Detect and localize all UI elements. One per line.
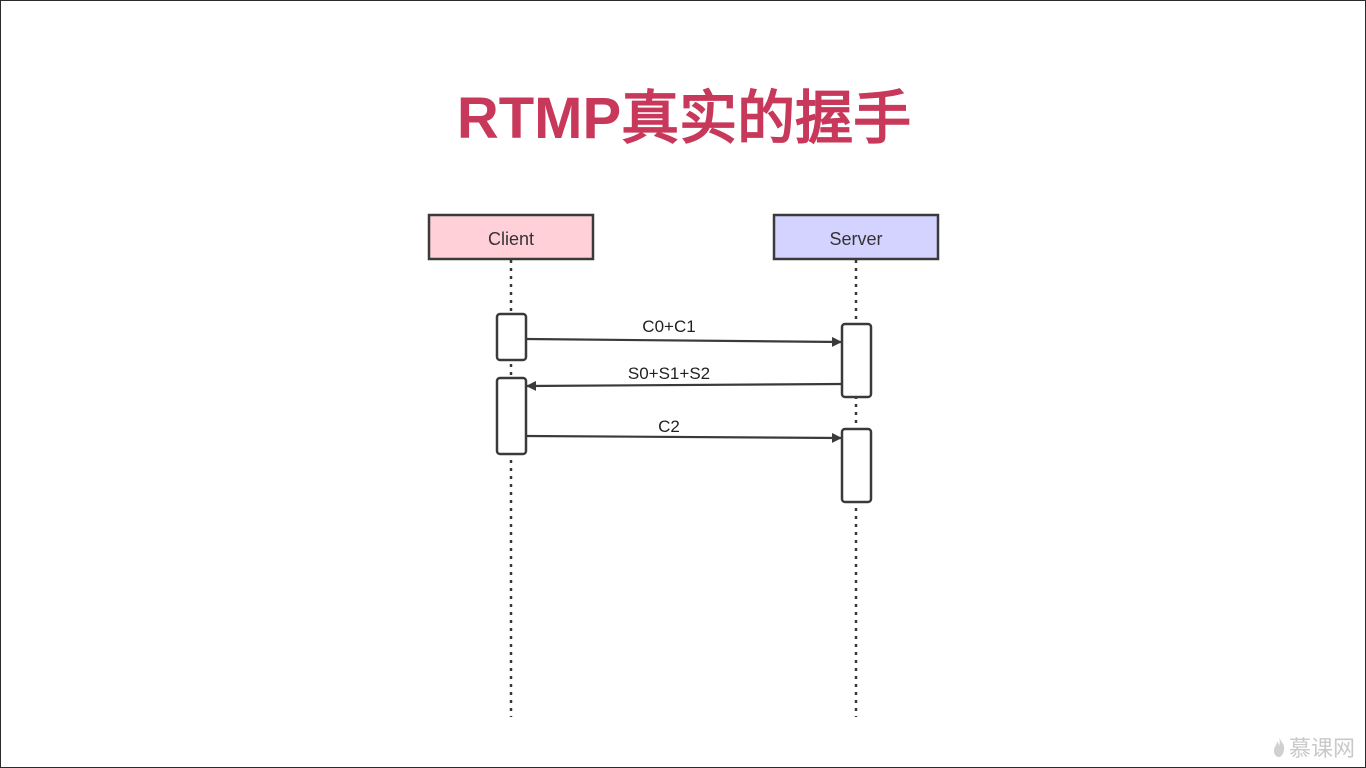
message-c0-c1: C0+C1 bbox=[525, 317, 842, 347]
server-box bbox=[772, 213, 940, 261]
client-box bbox=[427, 213, 595, 261]
message-label: C0+C1 bbox=[642, 317, 695, 336]
message-arrow bbox=[526, 380, 843, 391]
message-c2: C2 bbox=[525, 417, 842, 443]
message-arrow bbox=[525, 336, 842, 347]
message-label: S0+S1+S2 bbox=[628, 364, 710, 383]
message-arrow bbox=[525, 432, 842, 443]
client-label: Client bbox=[488, 229, 534, 249]
client-activation-2 bbox=[495, 376, 528, 456]
message-s0-s1-s2: S0+S1+S2 bbox=[526, 364, 843, 391]
server-activation-1 bbox=[840, 322, 873, 399]
watermark-text: 慕课网 bbox=[1288, 737, 1355, 762]
watermark: 慕课网 bbox=[1272, 731, 1355, 763]
client-activation-1 bbox=[495, 312, 528, 362]
server-activation-2 bbox=[840, 427, 873, 504]
flame-icon bbox=[1273, 737, 1285, 757]
message-label: C2 bbox=[658, 417, 680, 436]
participant-client: Client bbox=[427, 213, 595, 261]
participant-server: Server bbox=[772, 213, 940, 261]
page-title: RTMP真实的握手 bbox=[456, 86, 912, 151]
server-label: Server bbox=[829, 229, 882, 249]
